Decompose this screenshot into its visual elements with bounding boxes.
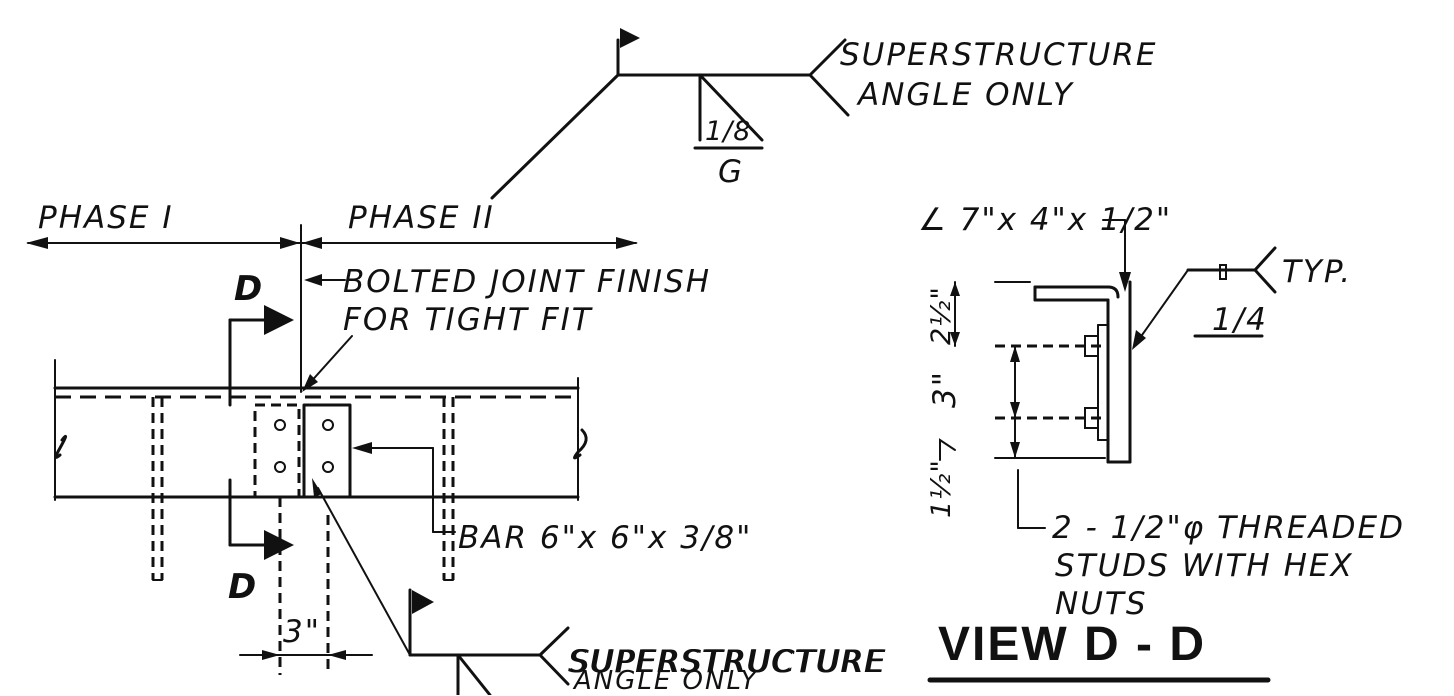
top-callout-line1: SUPERSTRUCTURE — [840, 37, 1157, 73]
phase-2-label: PHASE II — [348, 200, 495, 236]
field-weld-flag-icon — [620, 28, 640, 48]
section-mark-top: D — [234, 269, 262, 309]
dim-1-5: 1½" — [926, 459, 957, 518]
dim-2-5: 2½" — [926, 286, 957, 345]
bolted-joint-line2: FOR TIGHT FIT — [343, 302, 593, 338]
bolt-hole — [322, 461, 334, 473]
dim-3in: 3" — [283, 614, 321, 650]
top-weld-finish: G — [718, 154, 744, 190]
dim-3: 3" — [927, 370, 963, 408]
top-weld-callout: 1/8 G SUPERSTRUCTURE ANGLE ONLY — [490, 28, 1157, 200]
studs-line3: NUTS — [1055, 586, 1148, 622]
girder-elevation: D D BAR 6"x 6"x 3/8" 3" — [53, 269, 752, 675]
view-title: VIEW D - D — [938, 618, 1206, 671]
phase-1-label: PHASE I — [38, 200, 173, 236]
section-arrow-icon — [264, 305, 294, 335]
studs-line1: 2 - 1/2"φ THREADED — [1052, 510, 1405, 546]
section-mark-bottom: D — [228, 567, 256, 607]
typ-label: TYP. — [1282, 254, 1352, 290]
bolt-hole — [274, 419, 286, 431]
field-weld-flag-icon — [412, 590, 434, 614]
bottom-weld-callout: SUPERSTRUCTURE — [312, 478, 885, 695]
view-d-d: ∠ 7"x 4"x 1/2" 2½" 3" 1 — [918, 202, 1405, 683]
bolted-joint-line1: BOLTED JOINT FINISH — [343, 264, 711, 300]
top-callout-line2: ANGLE ONLY — [856, 77, 1074, 113]
fillet-size: 1/4 — [1212, 302, 1268, 338]
bottom-callout-line1-label: SUPERSTRUCTURE — [570, 644, 887, 680]
bolt-hole — [322, 419, 334, 431]
phase-dimension: PHASE I PHASE II — [26, 200, 638, 393]
bottom-callout-line1: SUPERSTRUCTURE — [568, 644, 885, 680]
studs-line2: STUDS WITH HEX — [1055, 548, 1354, 584]
top-weld-size: 1/8 — [705, 116, 751, 147]
angle-size: ∠ 7"x 4"x 1/2" — [918, 202, 1172, 238]
bolted-joint-callout: BOLTED JOINT FINISH FOR TIGHT FIT — [302, 264, 711, 392]
bar-callout: BAR 6"x 6"x 3/8" — [458, 520, 752, 556]
bottom-callout-line2: ANGLE ONLY — [574, 666, 759, 696]
bolt-hole — [274, 461, 286, 473]
